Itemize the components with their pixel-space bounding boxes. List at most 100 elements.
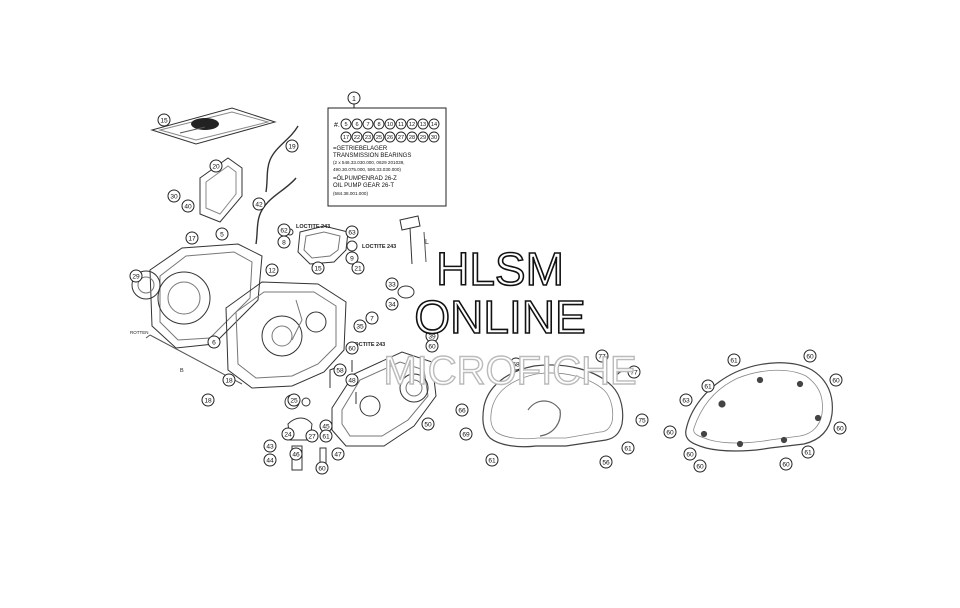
callout-label: 77 — [630, 369, 638, 376]
callout-label: 35 — [356, 323, 364, 330]
infobox-number-circle — [362, 118, 374, 130]
infobox-number-circle — [417, 131, 429, 143]
callout-bubble: 24 — [281, 427, 295, 441]
infobox-number: 6 — [355, 122, 358, 128]
infobox-number: 27 — [398, 135, 404, 141]
callout-bubble: 61 — [621, 441, 635, 455]
callout-bubble: 60 — [833, 421, 847, 435]
clutch-cover-gasket-drawing — [482, 364, 635, 448]
callout-label: 60 — [696, 463, 704, 470]
callout-bubble: 60 — [779, 457, 793, 471]
callout-label: 12 — [268, 267, 276, 274]
watermark-line3: MICROFICHE — [383, 349, 636, 393]
callout-bubble: 61 — [485, 453, 499, 467]
callout-label: 66 — [458, 407, 466, 414]
callout-label: 24 — [284, 431, 292, 438]
infobox-number: 7 — [366, 122, 369, 128]
infobox-hash: #. — [334, 122, 340, 129]
callout-bubble: 7 — [365, 311, 379, 325]
callout-bubble: 63 — [679, 393, 693, 407]
right-crankcase-drawing — [225, 281, 347, 389]
callout-bubble: 56 — [599, 455, 613, 469]
callout-label: 60 — [782, 461, 790, 468]
callout-label: 7 — [370, 315, 374, 322]
callout-bubble: 61 — [727, 353, 741, 367]
watermark-line1: HLSM — [436, 243, 564, 295]
callout-bubble: 60 — [315, 461, 329, 475]
infobox-text-line: =GETRIEBELAGER — [333, 146, 388, 152]
infobox-number: 25 — [376, 135, 382, 141]
callout-label: 61 — [804, 449, 812, 456]
callout-bubble: 61 — [319, 429, 333, 443]
callout-bubble: 61 — [801, 445, 815, 459]
callout-label: 60 — [666, 429, 674, 436]
infobox-number: 23 — [365, 135, 371, 141]
callout-bubble: 30 — [167, 189, 181, 203]
hose-drawings — [255, 125, 299, 245]
callout-bubble: 69 — [459, 427, 473, 441]
callout-bubble: 15 — [311, 261, 325, 275]
callout-label: 69 — [462, 431, 470, 438]
callout-bubble: 21 — [351, 261, 365, 275]
callout-bubble: 34 — [385, 297, 399, 311]
callout-label: 5 — [220, 231, 224, 238]
callout-bubble: 60 — [693, 459, 707, 473]
callout-label: 44 — [266, 457, 274, 464]
callout-bubble: 42 — [252, 197, 266, 211]
callout-bubble: 27 — [305, 429, 319, 443]
infobox-number: 26 — [387, 135, 393, 141]
callout-label: 45 — [322, 423, 330, 430]
callout-bubble: 35 — [353, 319, 367, 333]
callout-label: 68 — [512, 361, 520, 368]
infobox-number-circle — [406, 118, 418, 130]
callout-label: 15 — [314, 265, 322, 272]
infobox-number-circle — [428, 118, 440, 130]
callout-label: 18 — [225, 377, 233, 384]
callout-label: 29 — [132, 273, 140, 280]
callout-bubble: 17 — [185, 231, 199, 245]
infobox-number: 30 — [431, 135, 437, 141]
callout-label: 42 — [255, 201, 263, 208]
callout-bubble: 47 — [331, 447, 345, 461]
callout-bubble: 48 — [345, 373, 359, 387]
callout-label: 19 — [288, 143, 296, 150]
callout-label: 61 — [704, 383, 712, 390]
callout-label: 60 — [318, 465, 326, 472]
callout-label: 17 — [188, 235, 196, 242]
manual-booklet-drawing — [150, 107, 277, 145]
callout-label: 43 — [266, 443, 274, 450]
infobox-number: 14 — [431, 122, 437, 128]
callout-label: 60 — [806, 353, 814, 360]
ignition-cover-gasket-drawing — [685, 362, 833, 452]
infobox-number: 29 — [420, 135, 426, 141]
infobox-number: 5 — [344, 122, 347, 128]
callout-bubble: 77 — [627, 365, 641, 379]
callout-bubble: 9 — [345, 251, 359, 265]
callout-bubble: 43 — [263, 439, 277, 453]
callout-bubble: 61 — [701, 379, 715, 393]
callout-bubble: 5 — [215, 227, 229, 241]
infobox-text-line: 490.30.075.000, 590.33.030.000) — [333, 167, 401, 172]
callout-label: 9 — [350, 255, 354, 262]
callout-label: 21 — [354, 265, 362, 272]
infobox-number-circle — [362, 131, 374, 143]
infobox-number: 28 — [409, 135, 415, 141]
infobox-number-circle — [340, 131, 352, 143]
dimension-b-label: B — [180, 368, 184, 374]
callout-bubble: 77 — [595, 349, 609, 363]
callout-label: 60 — [832, 377, 840, 384]
callout-label: 61 — [730, 357, 738, 364]
callout-bubble: 60 — [803, 349, 817, 363]
infobox-number: 10 — [387, 122, 393, 128]
ignition-cover-drawing — [199, 157, 243, 223]
infobox-number-circle — [351, 118, 363, 130]
callout-bubble: 60 — [683, 447, 697, 461]
infobox-index: 1 — [352, 96, 356, 103]
infobox-number-circle — [384, 118, 396, 130]
callout-bubble: 6 — [207, 335, 221, 349]
